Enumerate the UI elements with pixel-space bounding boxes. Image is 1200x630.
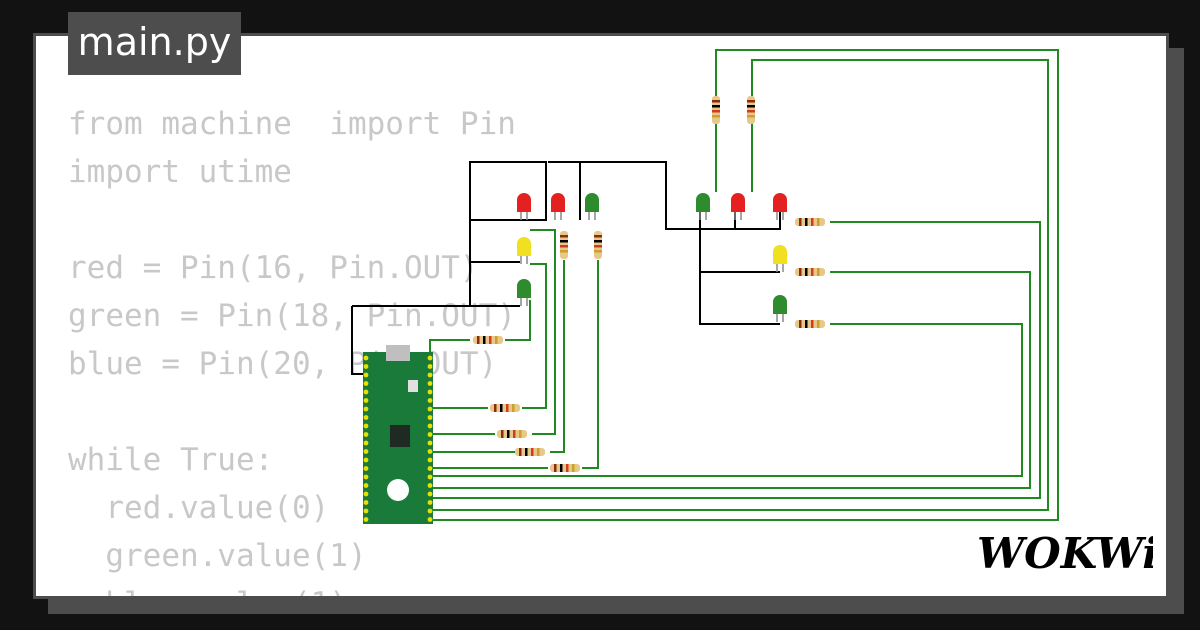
led-icon <box>773 193 787 220</box>
board-pin <box>427 466 433 471</box>
led-icon <box>551 193 565 220</box>
board-pin <box>427 517 433 522</box>
board-pin <box>427 483 433 488</box>
led-icon <box>517 237 531 264</box>
board-pin <box>427 415 433 420</box>
resistor-icon <box>594 231 602 259</box>
board-pin <box>363 457 369 463</box>
board-pin <box>363 449 369 454</box>
board-pin <box>427 389 433 395</box>
led-icon <box>773 245 787 272</box>
board-pin <box>427 449 433 454</box>
led-icon <box>585 193 599 220</box>
board-pin <box>427 474 433 480</box>
resistor-icon <box>497 430 527 438</box>
board-pin <box>427 440 433 446</box>
resistors <box>473 96 825 472</box>
board-pin <box>363 381 369 386</box>
board-pin <box>427 372 433 378</box>
board-pin <box>363 474 369 480</box>
board-pin <box>363 517 369 522</box>
board-pin <box>427 432 433 437</box>
code-line: from machine import Pin <box>68 106 516 142</box>
led-icon <box>517 279 531 306</box>
led-icon <box>731 193 745 220</box>
resistor-icon <box>747 96 755 124</box>
raspberry-logo-icon <box>387 479 409 501</box>
board-pin <box>363 364 369 369</box>
board-pin <box>427 355 433 361</box>
file-tab[interactable]: main.py <box>68 12 241 75</box>
board-pin <box>363 389 369 395</box>
board-pin <box>363 466 369 471</box>
board-pin <box>427 457 433 463</box>
resistor-icon <box>560 231 568 259</box>
board-pin <box>363 508 369 514</box>
board-pin <box>363 432 369 437</box>
resistor-icon <box>550 464 580 472</box>
board-pin <box>427 491 433 497</box>
resistor-icon <box>712 96 720 124</box>
code-line: green.value(1) <box>68 538 367 574</box>
led-icon <box>773 295 787 322</box>
code-line: blue.value(1) <box>68 580 516 596</box>
board-pin <box>363 372 369 378</box>
wokwi-logo: WOKWi <box>975 528 1158 582</box>
board-pin <box>363 483 369 488</box>
board-pin <box>363 415 369 420</box>
board-pin <box>363 355 369 361</box>
board-pin <box>363 406 369 412</box>
pico-board <box>363 345 433 524</box>
board-pin <box>427 508 433 514</box>
resistor-icon <box>490 404 520 412</box>
code-line: while True: <box>68 442 274 478</box>
code-line: red.value(0) <box>68 490 330 526</box>
board-pin <box>427 398 433 403</box>
led-icon <box>696 193 710 220</box>
board-pin <box>427 364 433 369</box>
code-preview: from machine import Pin import utime red =… <box>68 100 516 596</box>
board-pin <box>363 491 369 497</box>
board-pin <box>363 500 369 505</box>
resistor-icon <box>795 268 825 276</box>
board-pin <box>427 423 433 429</box>
code-line: red = Pin(16, Pin.OUT) <box>68 250 479 286</box>
code-line: import utime <box>68 154 292 190</box>
board-pin <box>427 500 433 505</box>
logo-text: WOKWi <box>977 529 1153 578</box>
board-pin <box>363 398 369 403</box>
board-pin <box>427 381 433 386</box>
resistor-icon <box>795 320 825 328</box>
ground-wires <box>351 161 781 375</box>
resistor-icon <box>515 448 545 456</box>
board-pin <box>363 440 369 446</box>
resistor-icon <box>473 336 503 344</box>
preview-card: from machine import Pin import utime red =… <box>33 33 1169 599</box>
board-pin <box>427 406 433 412</box>
resistor-icon <box>795 218 825 226</box>
led-icon <box>517 193 531 220</box>
leds <box>517 193 787 322</box>
code-line: green = Pin(18, Pin.OUT) <box>68 298 516 334</box>
board-pin <box>363 423 369 429</box>
file-tab-label: main.py <box>77 19 232 64</box>
